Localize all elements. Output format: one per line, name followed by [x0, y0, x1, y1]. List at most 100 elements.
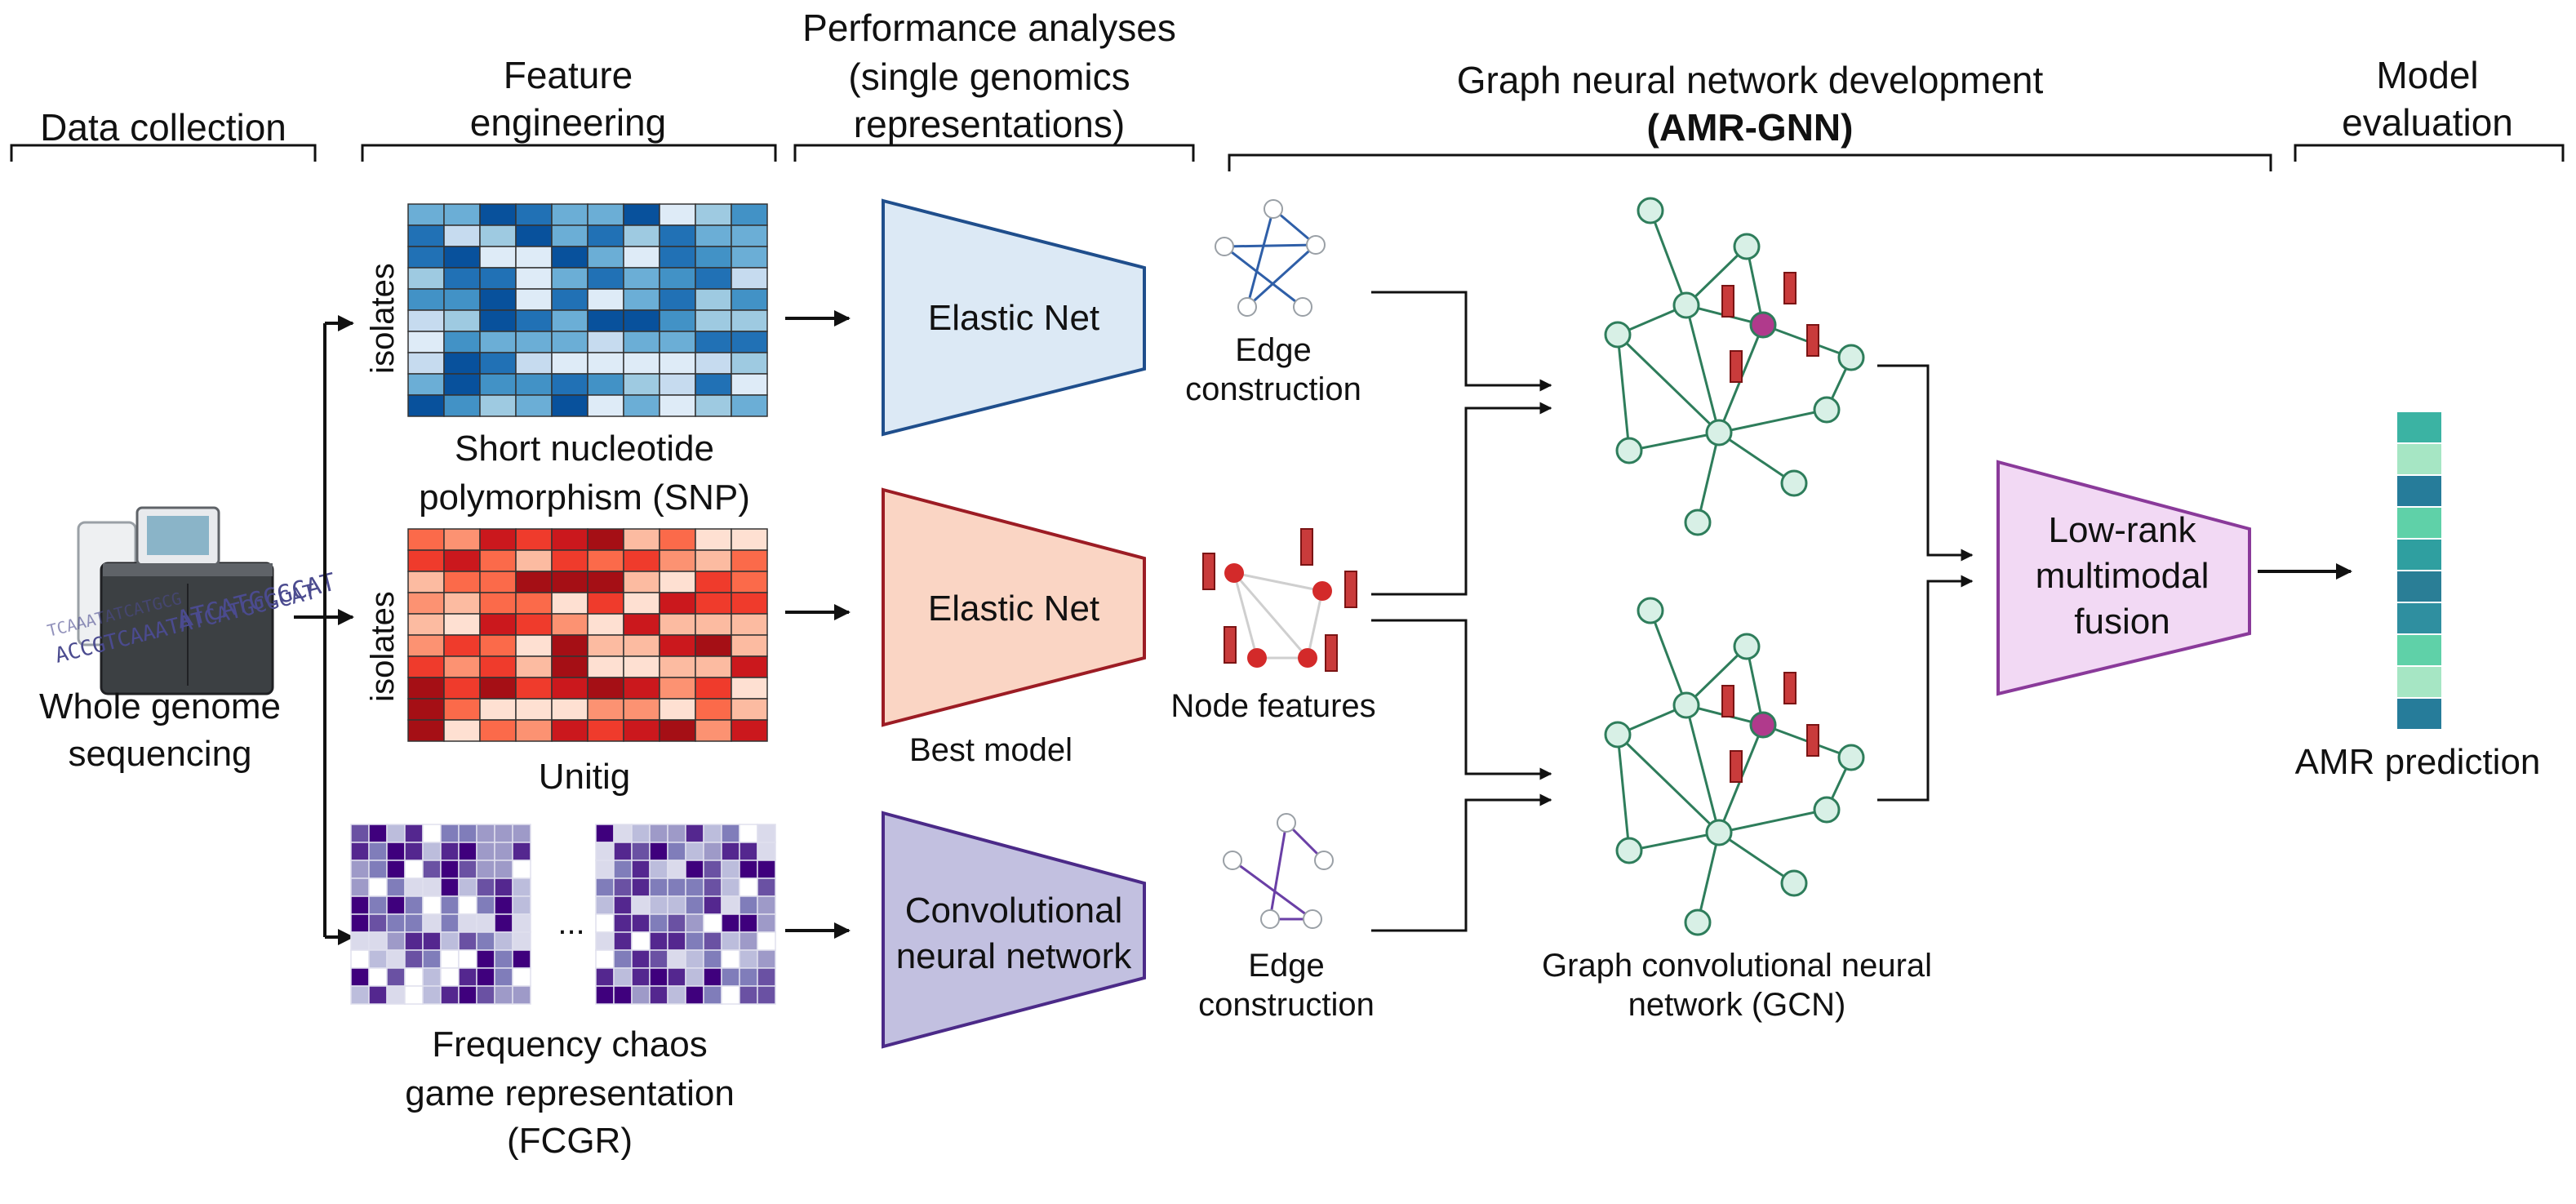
- heatmap-cell: [595, 913, 615, 933]
- heatmap-cell: [443, 288, 481, 311]
- heatmap-cell: [623, 309, 660, 332]
- heatmap-cell: [659, 373, 696, 396]
- heatmap-cell: [479, 592, 517, 615]
- heatmap-cell: [587, 309, 624, 332]
- heatmap-cell: [721, 985, 740, 1005]
- output-cell: [2396, 602, 2443, 635]
- heatmap-cell: [757, 949, 776, 969]
- heatmap-cell: [443, 352, 481, 375]
- heatmap-cell: [407, 373, 445, 396]
- fcgr-label-line3: (FCGR): [507, 1121, 633, 1161]
- heatmap-cell: [631, 967, 651, 987]
- gcn-node: [1684, 509, 1712, 536]
- heatmap-cell: [404, 949, 424, 969]
- heatmap-cell: [494, 895, 513, 915]
- heatmap-cell: [613, 824, 633, 843]
- heatmap-cell: [386, 931, 406, 951]
- heatmap-cell: [659, 394, 696, 417]
- gcn-node: [1705, 419, 1733, 447]
- heatmap-cell: [494, 931, 513, 951]
- output-cell: [2396, 442, 2443, 476]
- heatmap-cell: [404, 895, 424, 915]
- heatmap-cell: [440, 967, 460, 987]
- heatmap-cell: [512, 877, 531, 897]
- stage-performance-line3: representations): [854, 103, 1125, 145]
- gcn-node: [1615, 437, 1643, 464]
- gcn-node: [1684, 909, 1712, 936]
- heatmap-cell: [695, 203, 732, 226]
- heatmap-cell: [739, 895, 758, 915]
- heatmap-cell: [739, 877, 758, 897]
- heatmap-cell: [515, 352, 553, 375]
- elastic-net-snp-box: [882, 198, 1146, 437]
- heatmap-cell: [623, 288, 660, 311]
- heatmap-cell: [350, 967, 370, 987]
- heatmap-cell: [757, 895, 776, 915]
- bracket-model-eval: [2294, 144, 2565, 162]
- heatmap-cell: [659, 571, 696, 593]
- heatmap-cell: [440, 895, 460, 915]
- heatmap-cell: [587, 288, 624, 311]
- heatmap-cell: [458, 949, 477, 969]
- best-model-label: Best model: [909, 732, 1073, 768]
- heatmap-cell: [443, 528, 481, 551]
- heatmap-cell: [685, 949, 704, 969]
- output-cell: [2396, 538, 2443, 571]
- heatmap-cell: [623, 373, 660, 396]
- heatmap-cell: [494, 967, 513, 987]
- heatmap-cell: [458, 842, 477, 861]
- heatmap-cell: [551, 246, 588, 269]
- output-cell: [2396, 570, 2443, 603]
- heatmap-cell: [350, 860, 370, 879]
- heatmap-cell: [422, 967, 442, 987]
- heatmap-cell: [757, 824, 776, 843]
- heatmap-cell: [512, 895, 531, 915]
- gcn-node: [1604, 721, 1632, 749]
- heatmap-cell: [613, 931, 633, 951]
- cnn-label-line1: Convolutional: [905, 891, 1123, 931]
- heatmap-cell: [479, 267, 517, 290]
- heatmap-cell: [368, 967, 388, 987]
- edge-construction-1-line1: Edge: [1235, 332, 1311, 368]
- heatmap-cell: [649, 967, 668, 987]
- heatmap-cell: [407, 698, 445, 721]
- heatmap-cell: [667, 895, 686, 915]
- heatmap-cell: [422, 877, 442, 897]
- heatmap-cell: [695, 549, 732, 572]
- heatmap-cell: [649, 842, 668, 861]
- bracket-feature-engineering: [361, 144, 777, 162]
- gcn-edge: [1616, 334, 1631, 451]
- heatmap-cell: [613, 985, 633, 1005]
- gcn-edge: [1628, 431, 1720, 452]
- heatmap-cell: [695, 613, 732, 636]
- fcgr-heatmap-2: [595, 824, 776, 1005]
- heatmap-cell: [695, 592, 732, 615]
- heatmap-cell: [631, 985, 651, 1005]
- heatmap-cell: [479, 203, 517, 226]
- heatmap-cell: [685, 967, 704, 987]
- gcn-edge: [1718, 831, 1795, 885]
- heatmap-cell: [731, 246, 768, 269]
- heatmap-cell: [479, 634, 517, 657]
- heatmap-cell: [731, 613, 768, 636]
- gcn-node: [1733, 233, 1761, 260]
- heatmap-cell: [731, 719, 768, 742]
- heatmap-cell: [515, 288, 553, 311]
- heatmap-cell: [659, 224, 696, 247]
- heatmap-cell: [479, 571, 517, 593]
- bracket-data-collection: [10, 144, 317, 162]
- fusion-label-line3: fusion: [2074, 602, 2170, 642]
- stage-gnn-name: (AMR-GNN): [1647, 106, 1854, 149]
- heatmap-cell: [659, 592, 696, 615]
- heatmap-cell: [587, 549, 624, 572]
- heatmap-cell: [476, 985, 495, 1005]
- heatmap-cell: [623, 698, 660, 721]
- node-feature-bar: [1721, 685, 1734, 718]
- heatmap-cell: [667, 824, 686, 843]
- heatmap-cell: [623, 267, 660, 290]
- heatmap-cell: [587, 267, 624, 290]
- heatmap-cell: [443, 267, 481, 290]
- heatmap-cell: [623, 549, 660, 572]
- heatmap-cell: [368, 949, 388, 969]
- gcn-graph-top: [1604, 197, 1865, 536]
